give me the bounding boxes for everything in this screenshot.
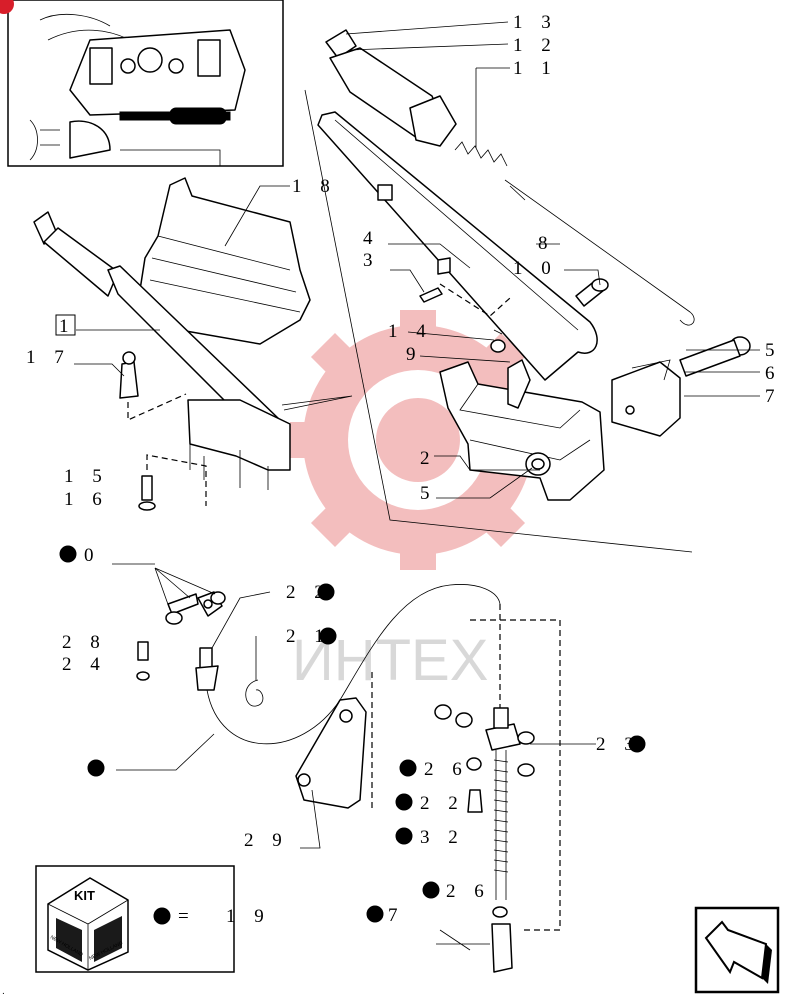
bolt-15-16 bbox=[138, 475, 156, 511]
kit-dot-icon bbox=[395, 827, 413, 845]
kit-dot-icon bbox=[87, 759, 105, 777]
kit-dot-icon bbox=[395, 793, 413, 811]
callout-20: 0 bbox=[84, 545, 101, 566]
kit-dot-icon bbox=[422, 881, 440, 899]
callout-17: 1 7 bbox=[26, 347, 71, 368]
guide-block-7 bbox=[611, 359, 681, 437]
callout-23: 2 3 bbox=[596, 734, 641, 755]
kit-dot-icon bbox=[366, 905, 384, 923]
callout-9: 9 bbox=[406, 344, 423, 365]
next-page-arrow-button[interactable] bbox=[694, 906, 780, 994]
cable-end-left bbox=[195, 591, 223, 691]
kit-equals: = bbox=[178, 906, 189, 927]
callout-5-top: 5 bbox=[765, 340, 782, 361]
pin-10 bbox=[575, 278, 609, 307]
kit-dot-icon bbox=[628, 735, 646, 753]
callout-22-upper: 2 2 bbox=[286, 582, 331, 603]
svg-text:.: . bbox=[2, 986, 5, 997]
lever-handle-grip bbox=[325, 29, 457, 147]
callout-22-lower: 2 2 bbox=[420, 793, 465, 814]
kit-label: KIT bbox=[74, 888, 95, 903]
return-spring bbox=[454, 141, 695, 326]
bracket-2 bbox=[439, 359, 605, 501]
callout-18: 1 8 bbox=[292, 176, 337, 197]
adjuster-rod-32 bbox=[434, 619, 561, 973]
kit-dot-icon bbox=[399, 759, 417, 777]
callout-7: 7 bbox=[765, 386, 782, 407]
callout-box-1 bbox=[55, 314, 76, 336]
clip-21 bbox=[245, 679, 264, 707]
kit-dot-icon bbox=[59, 545, 77, 563]
callout-3: 3 bbox=[363, 250, 380, 271]
callout-27: 7 bbox=[388, 905, 405, 926]
callout-10: 1 0 bbox=[513, 258, 558, 279]
callout-1: 1 bbox=[59, 316, 76, 337]
leader-guide-line bbox=[281, 395, 353, 411]
callout-5-bottom: 5 bbox=[420, 483, 437, 504]
switch-17 bbox=[119, 351, 139, 399]
lever-arm bbox=[317, 111, 598, 381]
callout-29: 2 9 bbox=[244, 830, 289, 851]
callout-4: 4 bbox=[363, 228, 380, 249]
inset-cab-view bbox=[0, 0, 284, 167]
callout-6: 6 bbox=[765, 363, 782, 384]
kit-legend-box: KIT NEW HOLLAND NEW HOLLAND = 1 9 bbox=[35, 865, 271, 973]
callout-28: 2 8 bbox=[62, 632, 107, 653]
callout-2: 2 bbox=[420, 448, 437, 469]
callout-26-upper: 2 6 bbox=[424, 759, 469, 780]
callout-13: 1 3 bbox=[513, 12, 558, 33]
leader-guide-line bbox=[304, 89, 693, 553]
kit-dot-icon bbox=[319, 627, 337, 645]
callout-14: 1 4 bbox=[388, 321, 433, 342]
callout-15: 1 5 bbox=[64, 466, 109, 487]
leader-lines bbox=[74, 21, 760, 849]
callout-8: 8 bbox=[538, 233, 555, 254]
washer-14 bbox=[490, 329, 506, 353]
bolt-28-24 bbox=[136, 641, 150, 681]
kit-dot-icon bbox=[317, 583, 335, 601]
mounting-plate-29 bbox=[295, 672, 373, 812]
callout-32: 3 2 bbox=[420, 827, 465, 848]
callout-12: 1 2 bbox=[513, 35, 558, 56]
handbrake-lever-1 bbox=[33, 211, 291, 490]
clevis-pin-5-6 bbox=[679, 336, 751, 377]
kit-dot-icon bbox=[153, 907, 171, 925]
rubber-boot-18 bbox=[139, 177, 311, 345]
callout-21: 2 1 bbox=[286, 626, 331, 647]
callout-24: 2 4 bbox=[62, 654, 107, 675]
arrow-shadow-icon bbox=[762, 944, 772, 984]
callout-11: 1 1 bbox=[513, 58, 558, 79]
kit-ref-number: 1 9 bbox=[226, 906, 271, 927]
callout-16: 1 6 bbox=[64, 489, 109, 510]
callout-26-lower: 2 6 bbox=[446, 881, 491, 902]
roll-pin-3 bbox=[419, 287, 443, 303]
bolt-set-20 bbox=[154, 567, 226, 625]
